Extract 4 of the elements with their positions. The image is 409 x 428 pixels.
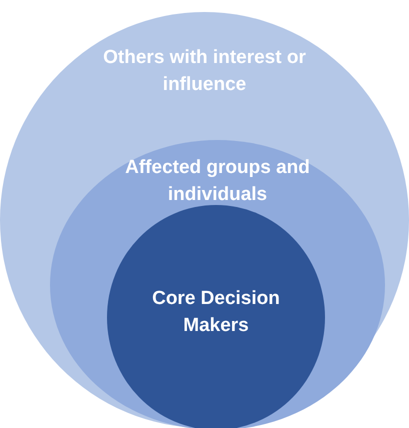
circle-label: Others with interest or influence <box>102 46 307 97</box>
outer-circle <box>0 12 409 428</box>
circle-label: Core Decision Makers <box>151 287 281 338</box>
circle-label: Affected groups and individuals <box>124 156 311 207</box>
